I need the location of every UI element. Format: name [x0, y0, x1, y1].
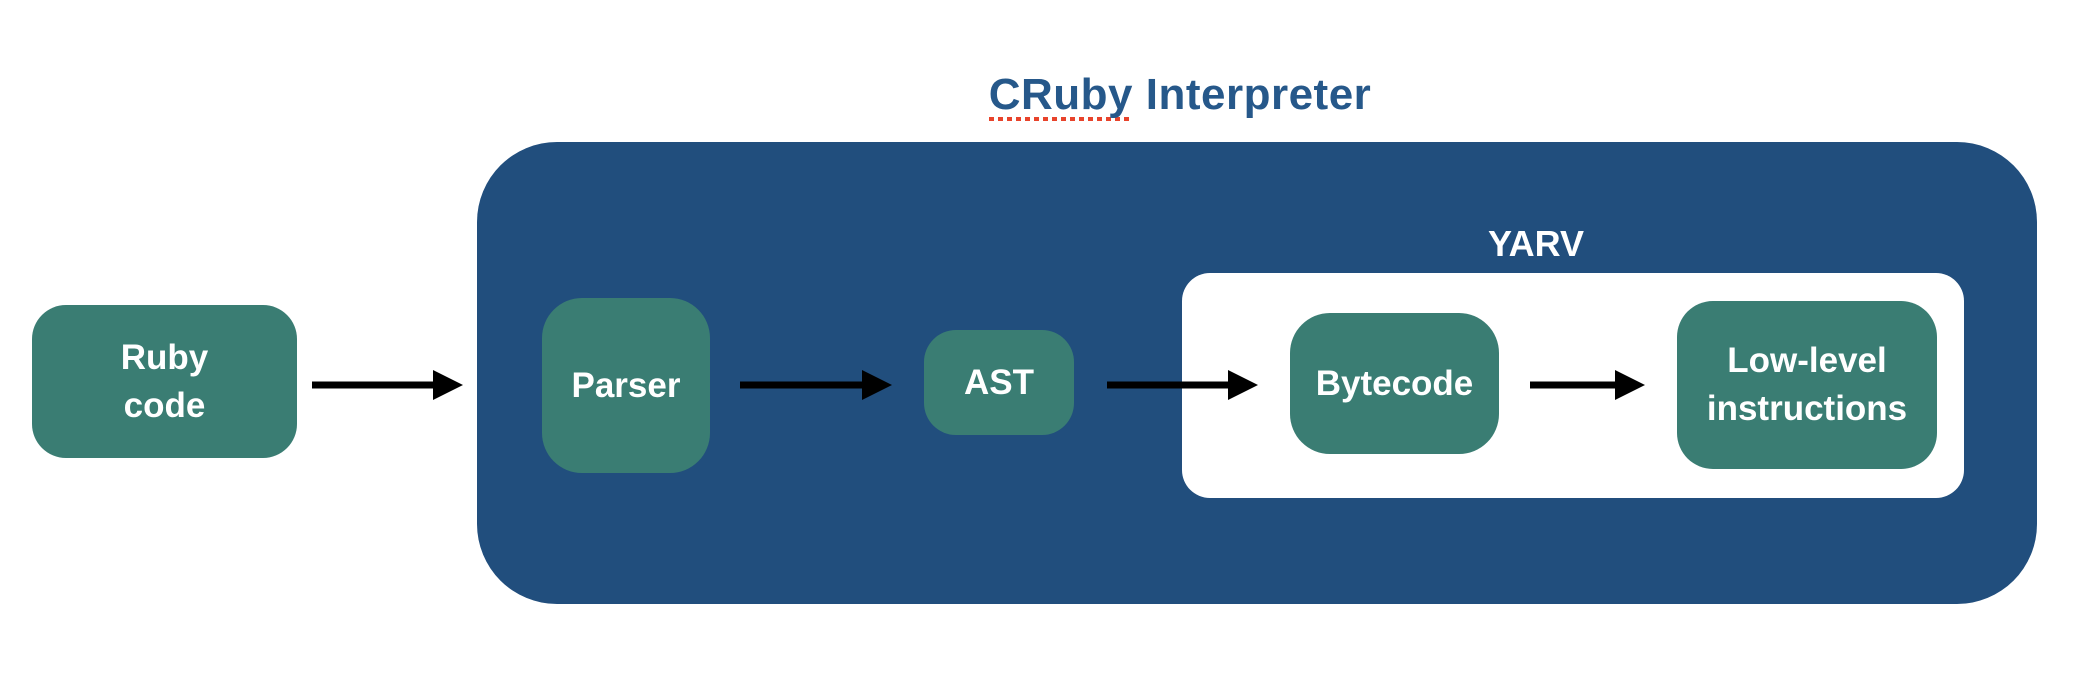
arrow-ast-to-bytecode-icon: [1107, 367, 1258, 403]
node-bytecode: Bytecode: [1290, 313, 1499, 454]
arrow-parser-to-ast-icon: [740, 367, 892, 403]
title-word-interpreter: Interpreter: [1145, 70, 1372, 119]
node-parser: Parser: [542, 298, 710, 473]
diagram-title: CRuby Interpreter: [675, 70, 1685, 121]
arrow-ruby-code-to-parser-icon: [312, 367, 463, 403]
yarv-label: YARV: [1487, 223, 1585, 264]
arrow-bytecode-to-low-level-icon: [1530, 367, 1645, 403]
node-ruby-code: Ruby code: [32, 305, 297, 458]
title-word-cruby: CRuby: [988, 70, 1133, 121]
node-ast: AST: [924, 330, 1074, 435]
node-low-level-instructions: Low-level instructions: [1677, 301, 1937, 469]
